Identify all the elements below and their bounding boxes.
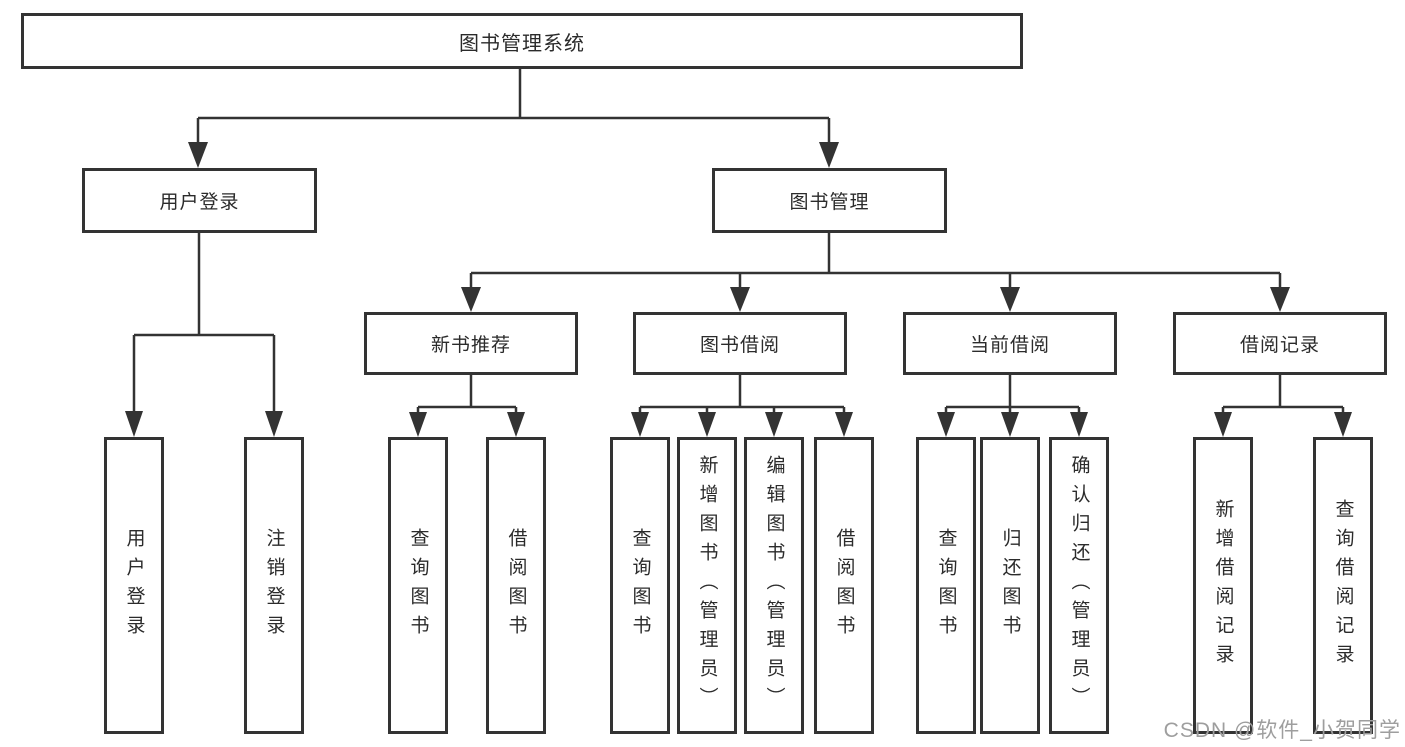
node-label: 当前借阅 bbox=[969, 335, 1050, 356]
leaf-label: 编辑图书（管理员） bbox=[763, 455, 785, 716]
arrow-down-icon bbox=[835, 412, 853, 437]
node-library-management-system: 图书管理系统 bbox=[21, 13, 1023, 69]
leaf-query-books-borrowing: 查询图书 bbox=[610, 437, 670, 734]
arrow-down-icon bbox=[1000, 287, 1020, 312]
leaf-confirm-return-admin: 确认归还（管理员） bbox=[1049, 437, 1109, 734]
leaf-label: 借阅图书 bbox=[833, 527, 855, 644]
connector-book-management-children bbox=[461, 233, 1290, 312]
leaf-add-borrow-record: 新增借阅记录 bbox=[1193, 437, 1253, 734]
leaf-logout-login: 注销登录 bbox=[244, 437, 304, 734]
leaf-return-books: 归还图书 bbox=[980, 437, 1040, 734]
node-label: 图书管理 bbox=[789, 192, 870, 213]
arrow-down-icon bbox=[1001, 412, 1019, 437]
connector-new-book-recommendation-children bbox=[409, 375, 525, 437]
node-label: 图书借阅 bbox=[699, 335, 780, 356]
arrow-down-icon bbox=[765, 412, 783, 437]
arrow-down-icon bbox=[409, 412, 427, 437]
leaf-query-borrow-record: 查询借阅记录 bbox=[1313, 437, 1373, 734]
leaf-label: 查询图书 bbox=[935, 527, 957, 644]
leaf-query-books-current: 查询图书 bbox=[916, 437, 976, 734]
leaf-label: 新增借阅记录 bbox=[1212, 498, 1234, 673]
node-user-login: 用户登录 bbox=[82, 168, 317, 233]
csdn-watermark: CSDN @软件_小贺同学 bbox=[1163, 719, 1401, 742]
leaf-label: 借阅图书 bbox=[505, 527, 527, 644]
node-book-borrowing: 图书借阅 bbox=[633, 312, 847, 375]
node-label: 用户登录 bbox=[159, 192, 240, 213]
connector-book-borrowing-children bbox=[631, 375, 853, 437]
leaf-borrow-books-recommend: 借阅图书 bbox=[486, 437, 546, 734]
arrow-down-icon bbox=[1270, 287, 1290, 312]
leaf-label: 查询图书 bbox=[407, 527, 429, 644]
node-current-borrowing: 当前借阅 bbox=[903, 312, 1117, 375]
leaf-edit-book-admin: 编辑图书（管理员） bbox=[744, 437, 804, 734]
arrow-down-icon bbox=[819, 142, 839, 168]
node-label: 借阅记录 bbox=[1239, 335, 1320, 356]
connector-user-login-children bbox=[125, 233, 283, 437]
leaf-label: 注销登录 bbox=[263, 527, 285, 644]
arrow-down-icon bbox=[461, 287, 481, 312]
leaf-label: 查询借阅记录 bbox=[1332, 498, 1354, 673]
node-book-management: 图书管理 bbox=[712, 168, 947, 233]
arrow-down-icon bbox=[265, 411, 283, 437]
node-label: 新书推荐 bbox=[430, 335, 511, 356]
node-new-book-recommendation: 新书推荐 bbox=[364, 312, 578, 375]
connector-root-to-level2 bbox=[188, 69, 839, 168]
arrow-down-icon bbox=[188, 142, 208, 168]
leaf-label: 归还图书 bbox=[999, 527, 1021, 644]
arrow-down-icon bbox=[1334, 412, 1352, 437]
arrow-down-icon bbox=[507, 412, 525, 437]
node-label: 图书管理系统 bbox=[459, 32, 585, 55]
arrow-down-icon bbox=[937, 412, 955, 437]
leaf-label: 查询图书 bbox=[629, 527, 651, 644]
arrow-down-icon bbox=[125, 411, 143, 437]
leaf-query-books-recommend: 查询图书 bbox=[388, 437, 448, 734]
connector-borrowing-records-children bbox=[1214, 375, 1352, 437]
arrow-down-icon bbox=[698, 412, 716, 437]
leaf-user-login: 用户登录 bbox=[104, 437, 164, 734]
node-borrowing-records: 借阅记录 bbox=[1173, 312, 1387, 375]
arrow-down-icon bbox=[631, 412, 649, 437]
leaf-label: 确认归还（管理员） bbox=[1068, 455, 1090, 716]
arrow-down-icon bbox=[730, 287, 750, 312]
leaf-label: 用户登录 bbox=[123, 527, 145, 644]
arrow-down-icon bbox=[1070, 412, 1088, 437]
arrow-down-icon bbox=[1214, 412, 1232, 437]
leaf-add-book-admin: 新增图书（管理员） bbox=[677, 437, 737, 734]
connector-current-borrowing-children bbox=[937, 375, 1088, 437]
leaf-label: 新增图书（管理员） bbox=[696, 455, 718, 716]
leaf-borrow-books: 借阅图书 bbox=[814, 437, 874, 734]
